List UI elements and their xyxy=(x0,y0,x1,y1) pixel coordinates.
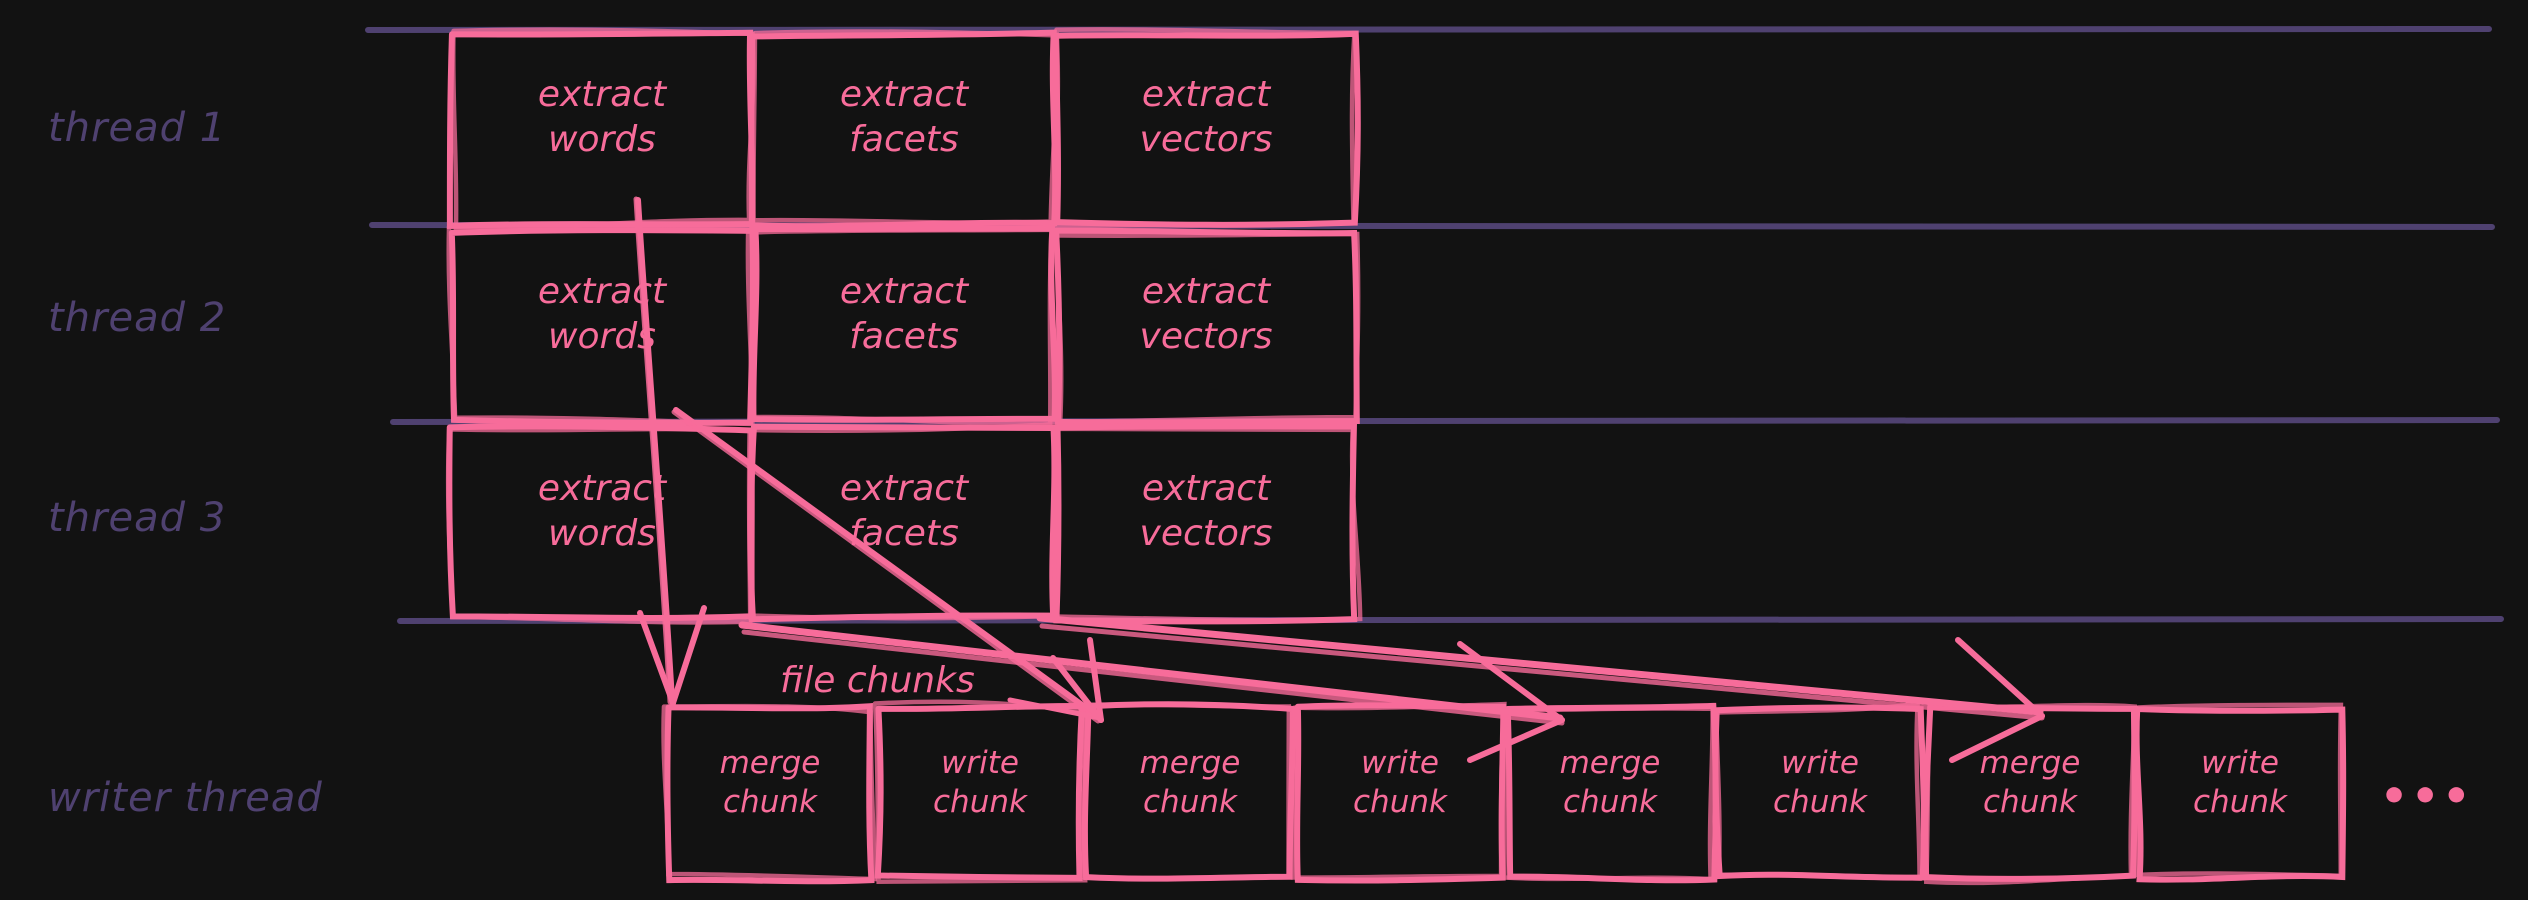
writer-box-6 xyxy=(1712,704,1927,881)
writer-box-8 xyxy=(2133,702,2344,879)
worker-box-r1-c3 xyxy=(1052,30,1361,228)
worker-box-r3-c2 xyxy=(748,423,1058,623)
writer-box-4 xyxy=(1294,702,1507,884)
worker-task-boxes xyxy=(445,27,1363,625)
writer-box-3 xyxy=(1081,702,1292,881)
worker-box-r1-c2 xyxy=(751,29,1059,225)
worker-box-r2-c1 xyxy=(446,222,755,427)
writer-box-1 xyxy=(661,703,878,882)
dependency-arrows xyxy=(633,196,2045,763)
writer-box-3 xyxy=(1081,701,1296,882)
worker-box-r3-c3 xyxy=(1051,426,1363,623)
writer-box-5 xyxy=(1501,706,1715,882)
lane-label-writer-thread: writer thread xyxy=(48,775,323,821)
worker-box-r2-c1 xyxy=(448,227,756,427)
lane-label-thread-1: thread 1 xyxy=(48,105,227,151)
worker-box-r1-c3 xyxy=(1054,27,1357,229)
writer-box-2 xyxy=(872,699,1088,885)
writer-box-7 xyxy=(1922,704,2138,883)
writer-box-2 xyxy=(874,702,1086,881)
lane-divider-lines xyxy=(365,26,2504,624)
worker-box-r1-c1 xyxy=(450,27,756,231)
worker-box-r3-c3 xyxy=(1053,423,1358,625)
worker-box-r3-c1 xyxy=(445,426,753,625)
lane-label-thread-3: thread 3 xyxy=(48,495,227,541)
writer-task-boxes xyxy=(661,699,2347,886)
writer-box-1 xyxy=(664,702,875,885)
writer-box-6 xyxy=(1713,701,1922,881)
worker-box-r2-c3 xyxy=(1054,231,1361,424)
worker-box-r2-c3 xyxy=(1053,227,1360,426)
writer-box-7 xyxy=(1923,702,2137,886)
writer-box-8 xyxy=(2133,706,2347,883)
worker-box-r2-c2 xyxy=(750,225,1058,423)
worker-box-r3-c2 xyxy=(748,421,1060,621)
worker-box-r3-c1 xyxy=(446,423,756,621)
worker-box-r1-c2 xyxy=(748,29,1059,230)
writer-row-continuation: ••• xyxy=(2380,771,2474,822)
writer-box-4 xyxy=(1290,701,1507,880)
worker-box-r2-c2 xyxy=(747,227,1055,427)
file-chunks-annotation: file chunks xyxy=(780,660,975,701)
lane-label-thread-2: thread 2 xyxy=(48,295,227,341)
worker-box-r1-c1 xyxy=(446,29,756,229)
